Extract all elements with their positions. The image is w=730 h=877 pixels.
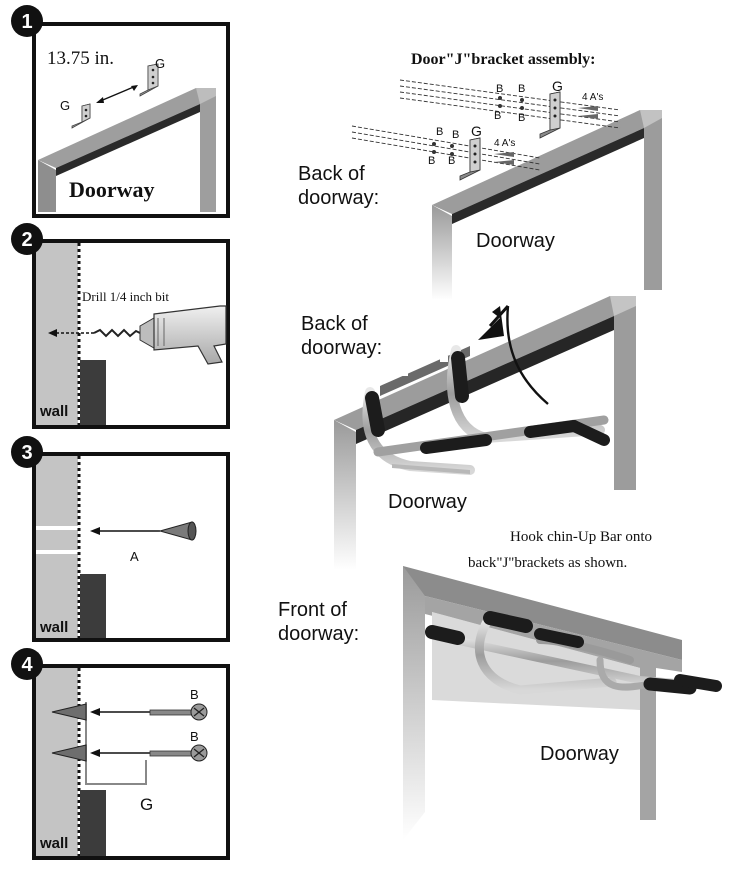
step-1-label-g-left: G [60,98,70,113]
front-label-line2: doorway: [278,623,359,645]
step-2-panel: Drill 1/4 inch bit wall 2 [11,223,230,429]
lower-label-b4: B [448,155,455,167]
hook-arrow-icon [478,304,549,405]
upper-label-anchors: 4 A's [582,92,603,103]
back-label-2-line1: Back of [301,313,368,335]
step-1-panel: 13.75 in. G G Doorway 1 [11,5,230,218]
front-label-line1: Front of [278,599,347,621]
upper-label-b1: B [496,83,503,95]
hook-note-line1: Hook chin-Up Bar onto [510,529,652,545]
step-2-drill-label: Drill 1/4 inch bit [82,289,169,304]
step-2-number-badge [11,223,43,255]
floor-block [80,360,106,425]
step-1-dimension: 13.75 in. [47,48,114,69]
upper-bracket-exploded: B B B B G 4 A's [399,78,621,139]
step-2-wall-label: wall [39,403,68,420]
bracket-g-right [139,63,159,97]
step-1-doorway-label: Doorway [69,177,155,202]
lower-label-anchors: 4 A's [494,138,515,149]
lower-label-b2: B [452,129,459,141]
step-3-label-a: A [130,549,139,564]
step-4-wall-label: wall [39,835,68,852]
lower-bracket-exploded: B B B B G 4 A's [351,123,541,181]
step-4-label-g: G [140,795,153,814]
drill-icon [48,305,227,365]
step-3-number: 3 [21,442,32,464]
floor-block [80,790,106,856]
back-label-1-line1: Back of [298,163,365,185]
step-4-panel: B B G wall 4 [11,648,230,860]
step-1-number-badge [11,5,43,37]
doorway-1-label: Doorway [476,230,555,252]
doorway-2-label: Doorway [388,491,467,513]
step-1-label-g-right: G [155,56,165,71]
step-3-wall-label: wall [39,619,68,636]
front-view: Front of doorway: Doorway [278,566,722,840]
back-label-2-line2: doorway: [301,337,382,359]
assembly-view: Door"J"bracket assembly: B B B B G 4 A's [298,51,662,300]
wall-section [36,668,78,856]
hook-note-line2: back"J"brackets as shown. [468,555,627,571]
floor-block [80,574,106,638]
step-4-number: 4 [21,654,33,676]
chin-up-bar-front [425,611,722,695]
screw-b-top [90,703,208,721]
dimension-line [97,85,137,103]
lower-label-g: G [471,123,482,139]
step-4-label-b-top: B [190,687,199,702]
upper-label-b4: B [518,112,525,124]
step-3-panel: A wall 3 [11,436,230,642]
upper-label-b3: B [494,110,501,122]
wall-anchor-icon [90,521,197,541]
doorway-3-label: Doorway [540,743,619,765]
lower-label-b1: B [436,126,443,138]
step-3-number-badge [11,436,43,468]
step-4-number-badge [11,648,43,680]
back-label-1-line2: doorway: [298,187,379,209]
bracket-outline [85,702,147,785]
upper-label-b2: B [518,83,525,95]
screw-b-bottom [90,744,208,762]
wall-section [36,456,78,638]
upper-label-g: G [552,78,563,94]
bracket-g-left [71,103,91,129]
step-1-number: 1 [21,11,32,33]
assembly-title: Door"J"bracket assembly: [411,51,595,68]
lower-label-b3: B [428,155,435,167]
chin-up-bar-back [362,345,610,475]
step-2-number: 2 [21,229,32,251]
hook-view: Back of doorway: Doorway Hook chin-Up Ba… [301,296,652,571]
step-4-label-b-bottom: B [190,729,199,744]
